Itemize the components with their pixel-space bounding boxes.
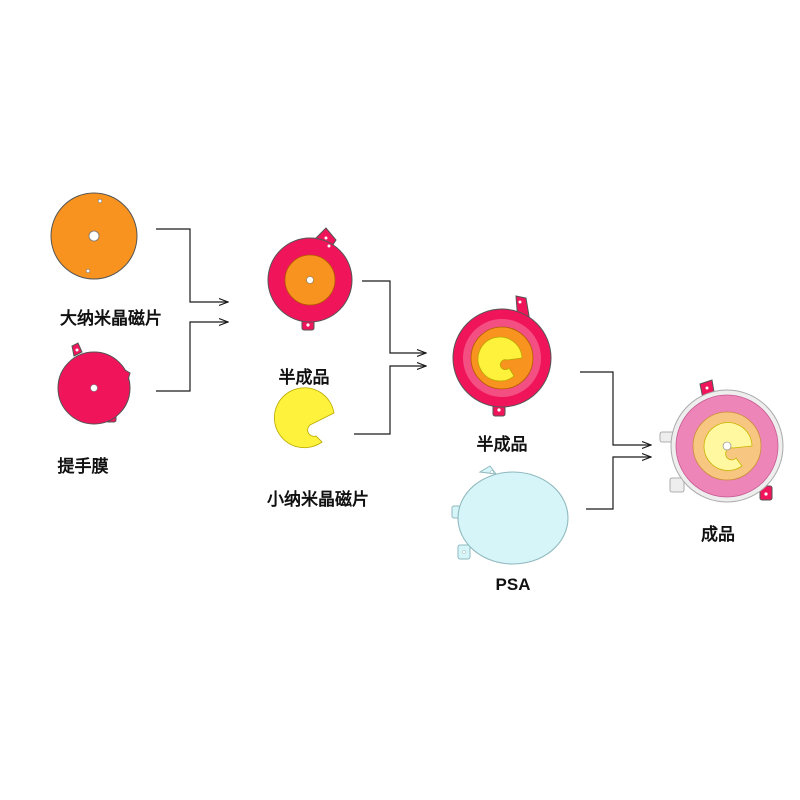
label-pull-film: 提手膜 [57, 457, 109, 477]
label-semi-product-2: 半成品 [476, 435, 528, 455]
pull-film-part [57, 342, 131, 425]
label-semi-product-1: 半成品 [278, 368, 330, 388]
label-large-magnet: 大纳米晶磁片 [60, 309, 162, 329]
connector-large-magnet [156, 228, 228, 302]
connector-pull-film [156, 322, 228, 392]
connector-small-magnet [354, 366, 426, 435]
small-magnet-part [273, 387, 335, 449]
connector-semi-product-1 [362, 280, 426, 353]
label-small-magnet: 小纳米晶磁片 [267, 490, 369, 510]
label-psa: PSA [495, 575, 531, 594]
finished-product-part [659, 379, 784, 503]
connector-psa [586, 457, 651, 510]
psa-part [451, 465, 569, 565]
semi-product-1-part [267, 227, 353, 331]
connector-semi-product-2 [580, 371, 651, 445]
large-magnet-part [50, 192, 138, 280]
semi-product-2-part [452, 295, 552, 417]
label-finished-product: 成品 [701, 525, 735, 545]
